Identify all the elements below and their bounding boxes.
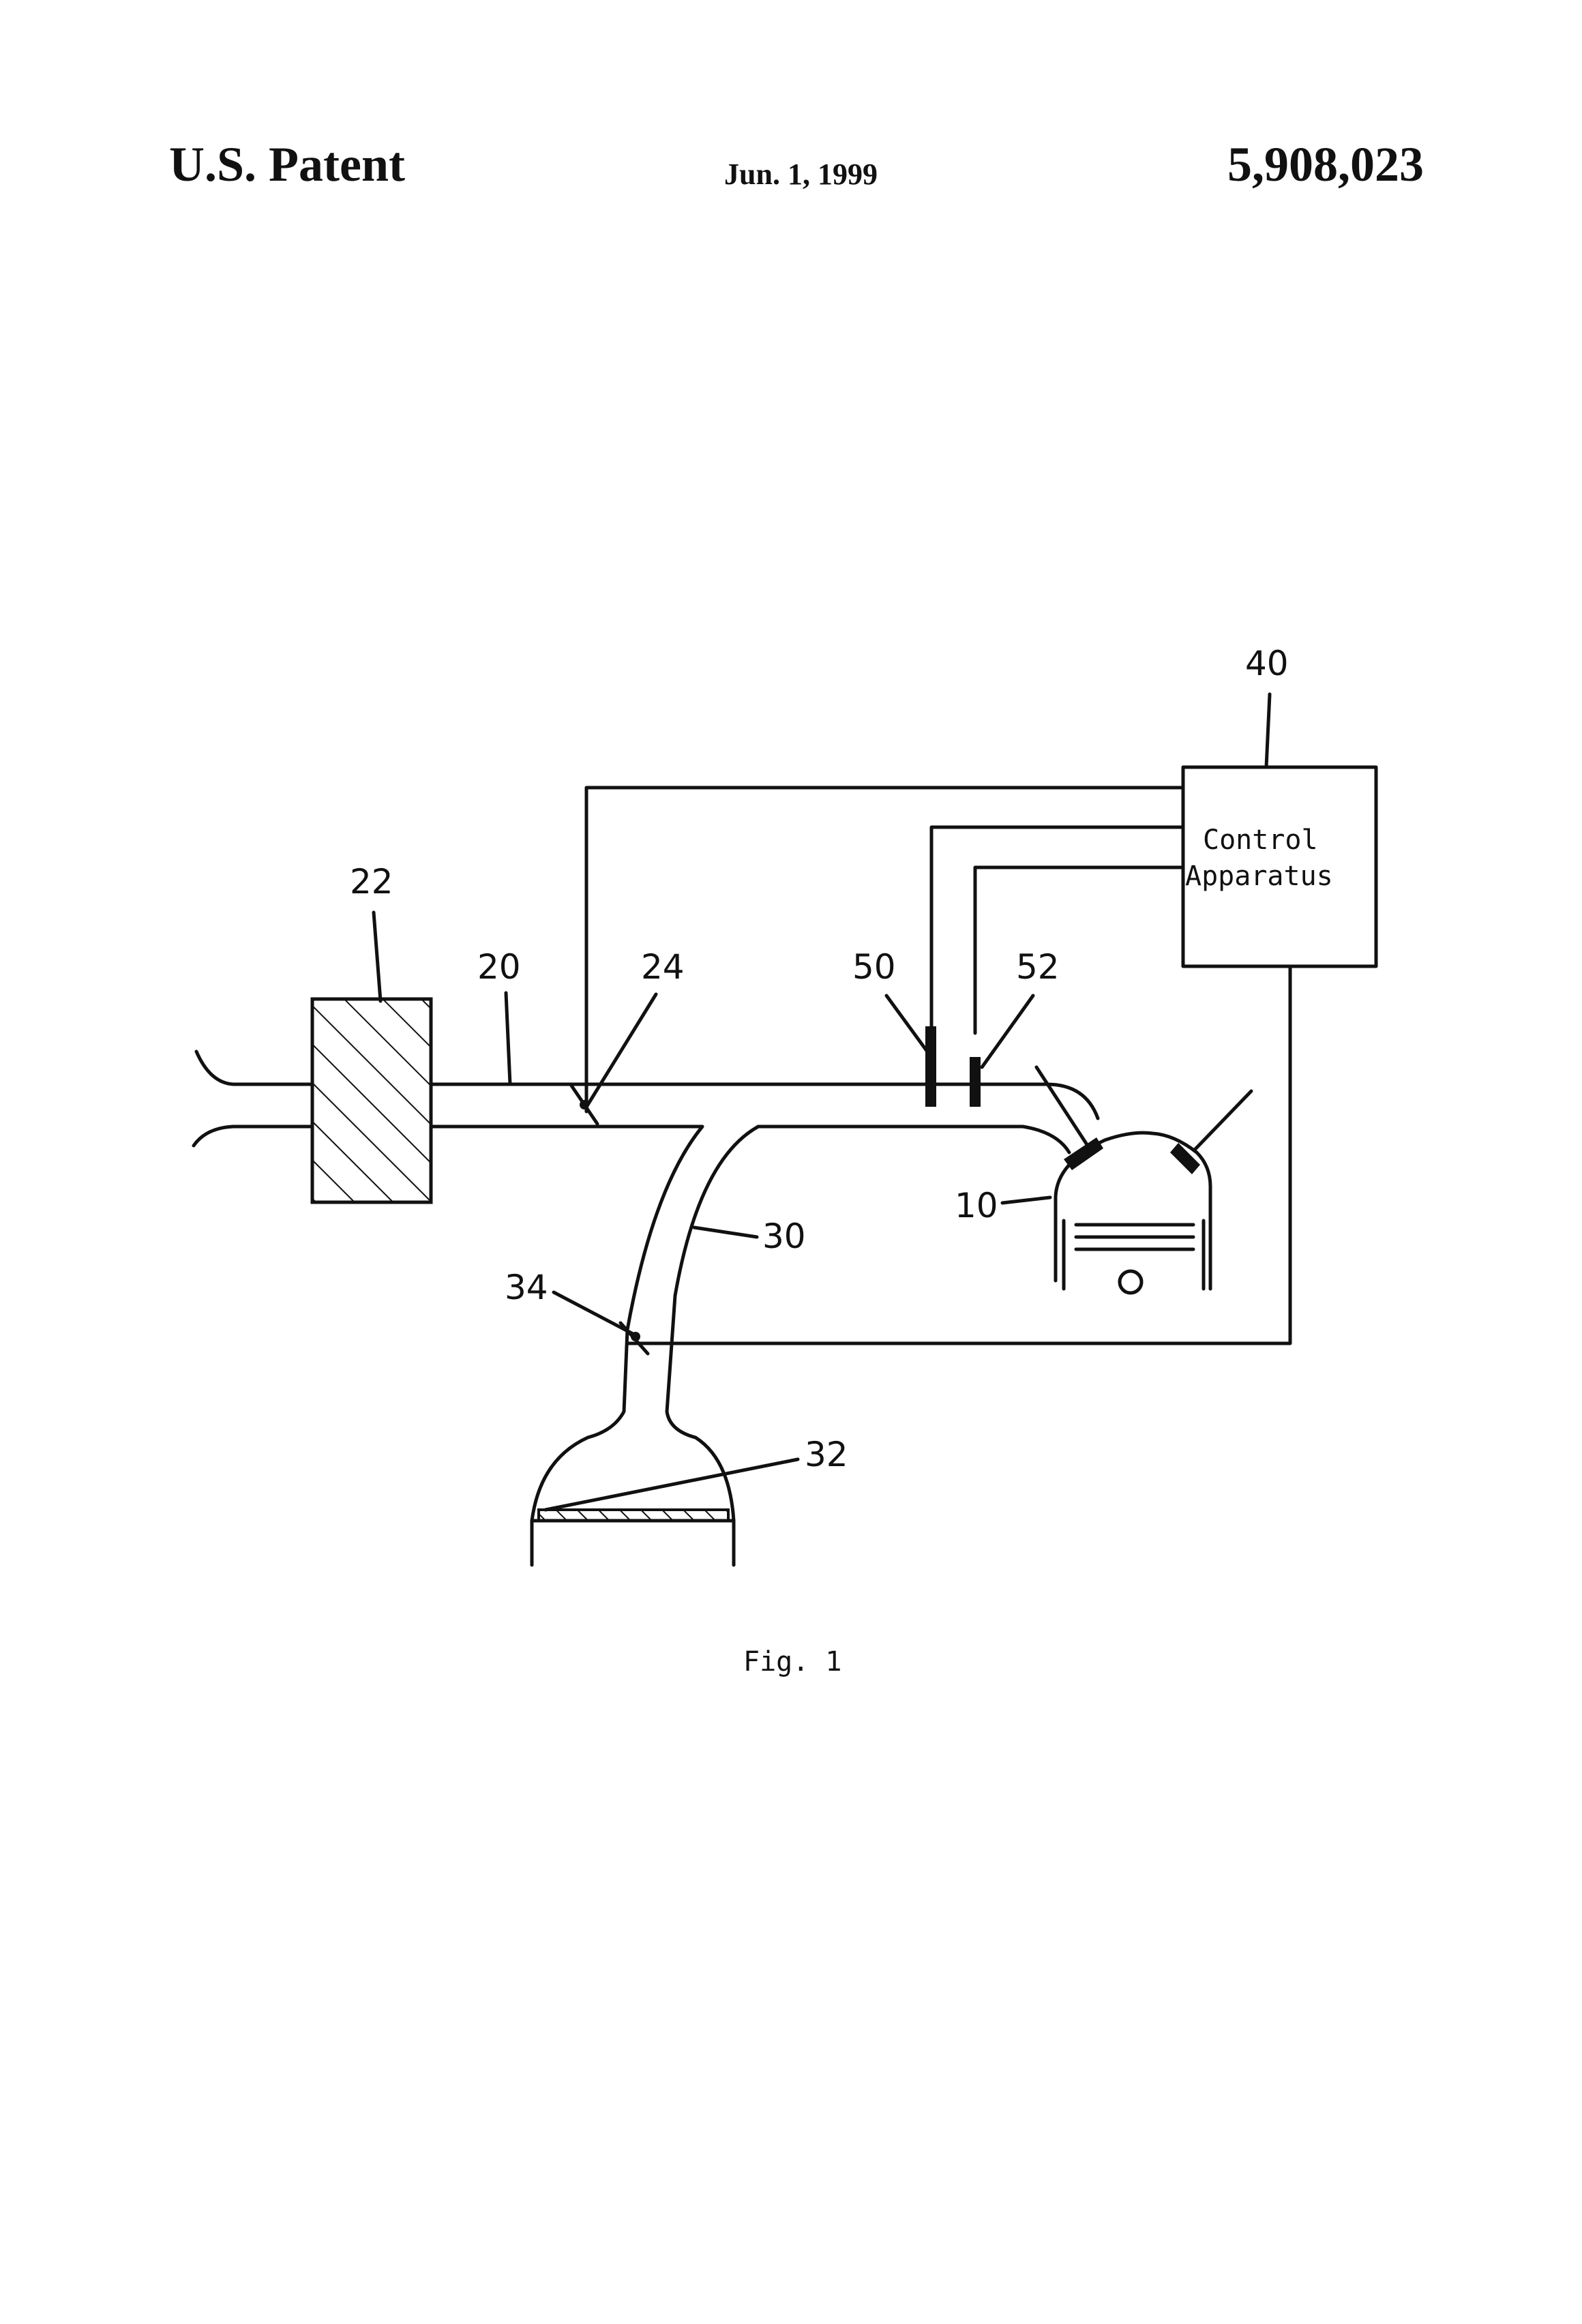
canister-filter-layer xyxy=(539,1510,728,1521)
label-52: 52 xyxy=(1016,947,1060,987)
label-24: 24 xyxy=(641,947,685,987)
valve-pivot xyxy=(631,1332,640,1341)
exhaust-valve-stem xyxy=(1195,1091,1251,1150)
air-filter-block xyxy=(312,999,431,1202)
label-22: 22 xyxy=(350,862,393,902)
sensor-50 xyxy=(925,1026,936,1107)
label-50: 50 xyxy=(852,947,896,987)
label-10: 10 xyxy=(955,1186,998,1225)
intake-pipe-upper-wall xyxy=(431,1084,1098,1118)
label-34: 34 xyxy=(505,1268,548,1307)
label-30: 30 xyxy=(762,1217,806,1256)
inlet-upper-wall xyxy=(196,1052,312,1084)
throttle-pivot xyxy=(580,1100,589,1109)
intake-pipe-lower-wall xyxy=(431,1127,702,1565)
engine-piston-pin xyxy=(1120,1271,1141,1293)
label-40: 40 xyxy=(1245,644,1289,683)
wire-to-sensor-50 xyxy=(931,827,1183,1033)
inlet-lower-wall xyxy=(194,1127,312,1146)
sensor-52 xyxy=(970,1057,981,1107)
control-label-line2: Apparatus xyxy=(1185,861,1333,892)
control-label-line1: Control xyxy=(1203,824,1318,856)
wire-to-sensor-52 xyxy=(975,867,1183,1033)
tank-pipe-upper-wall xyxy=(758,1127,1069,1152)
figure-caption: Fig. 1 xyxy=(743,1646,842,1678)
label-20: 20 xyxy=(477,947,521,987)
tank-pipe-right-wall xyxy=(667,1127,758,1565)
label-32: 32 xyxy=(805,1435,848,1474)
